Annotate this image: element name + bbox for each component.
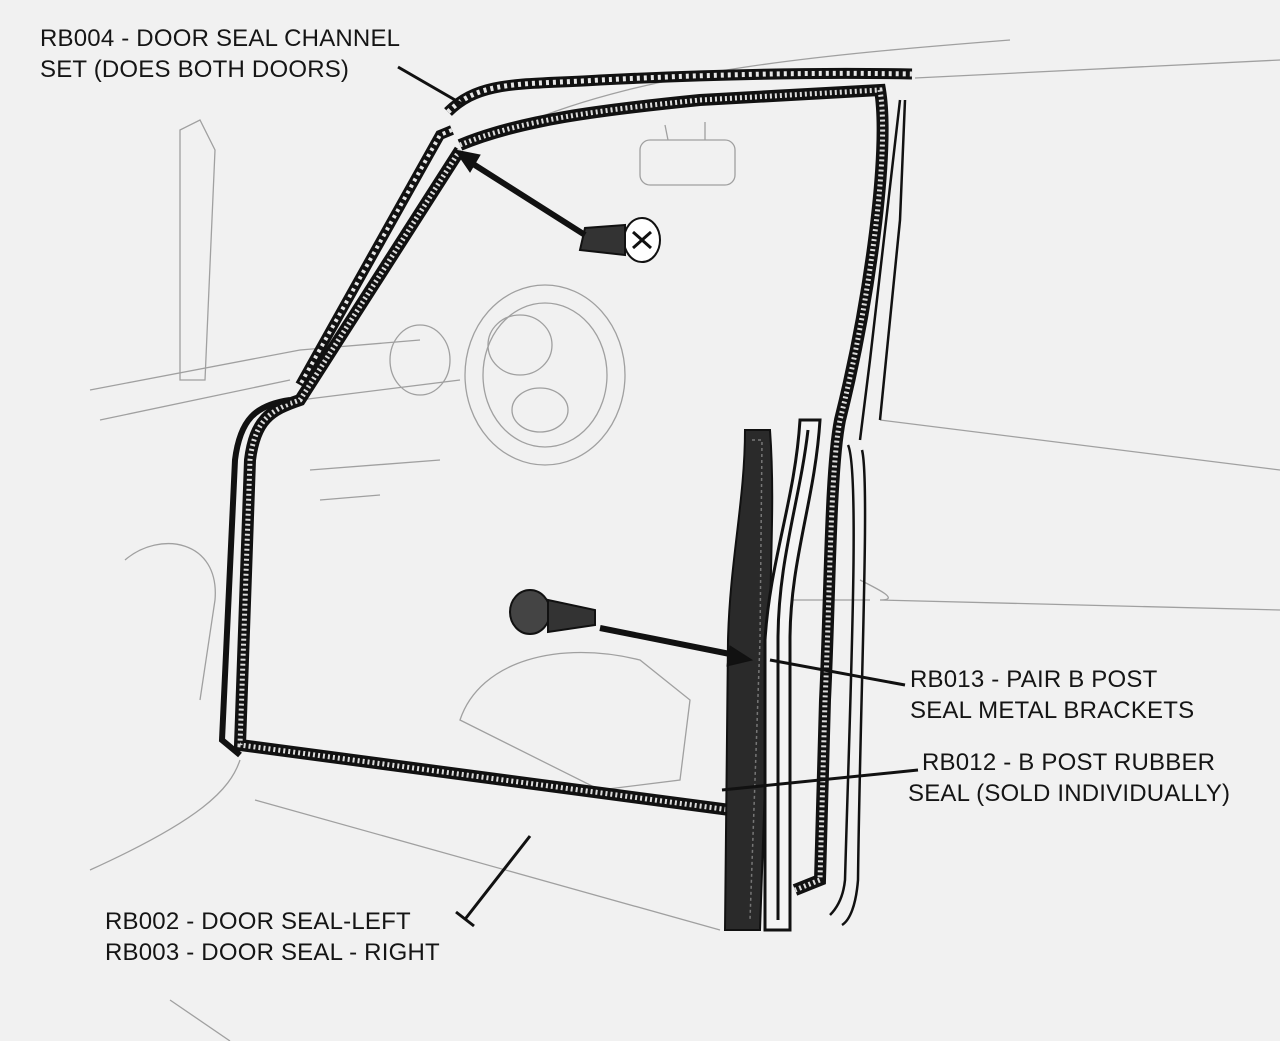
label-rb004-line2: SET (DOES BOTH DOORS) [40,56,350,83]
leader-rb004 [397,65,463,106]
label-rb012: RB012 - B POST RUBBER SEAL (SOLD INDIVID… [908,747,1230,809]
leader-rb012 [721,768,919,792]
screw-upper [578,217,661,263]
label-rb002: RB002 - DOOR SEAL-LEFT [105,908,411,935]
door-seal [218,83,889,896]
leader-rb013 [769,658,906,687]
label-rb012-line1: RB012 - B POST RUBBER [922,749,1216,776]
car-interior-sketch [89,39,1280,1041]
arrow-lower [599,625,754,667]
label-rb013: RB013 - PAIR B POST SEAL METAL BRACKETS [910,664,1194,726]
door-seal-channel [295,67,913,927]
b-post-rubber-seal [723,429,774,931]
label-rb013-line2: SEAL METAL BRACKETS [910,697,1195,724]
label-rb013-line1: RB013 - PAIR B POST [910,666,1158,693]
label-rb004: RB004 - DOOR SEAL CHANNEL SET (DOES BOTH… [40,23,400,85]
leader-lines [397,65,919,928]
arrow-upper [453,149,587,238]
screw-lower [509,589,596,635]
label-rb012-line2: SEAL (SOLD INDIVIDUALLY) [908,780,1231,807]
label-rb004-line1: RB004 - DOOR SEAL CHANNEL [40,25,401,52]
leader-rb002 [455,835,532,928]
label-rb002-rb003: RB002 - DOOR SEAL-LEFT RB003 - DOOR SEAL… [105,906,440,968]
b-post-metal-bracket [763,418,822,932]
label-rb003: RB003 - DOOR SEAL - RIGHT [105,939,440,966]
